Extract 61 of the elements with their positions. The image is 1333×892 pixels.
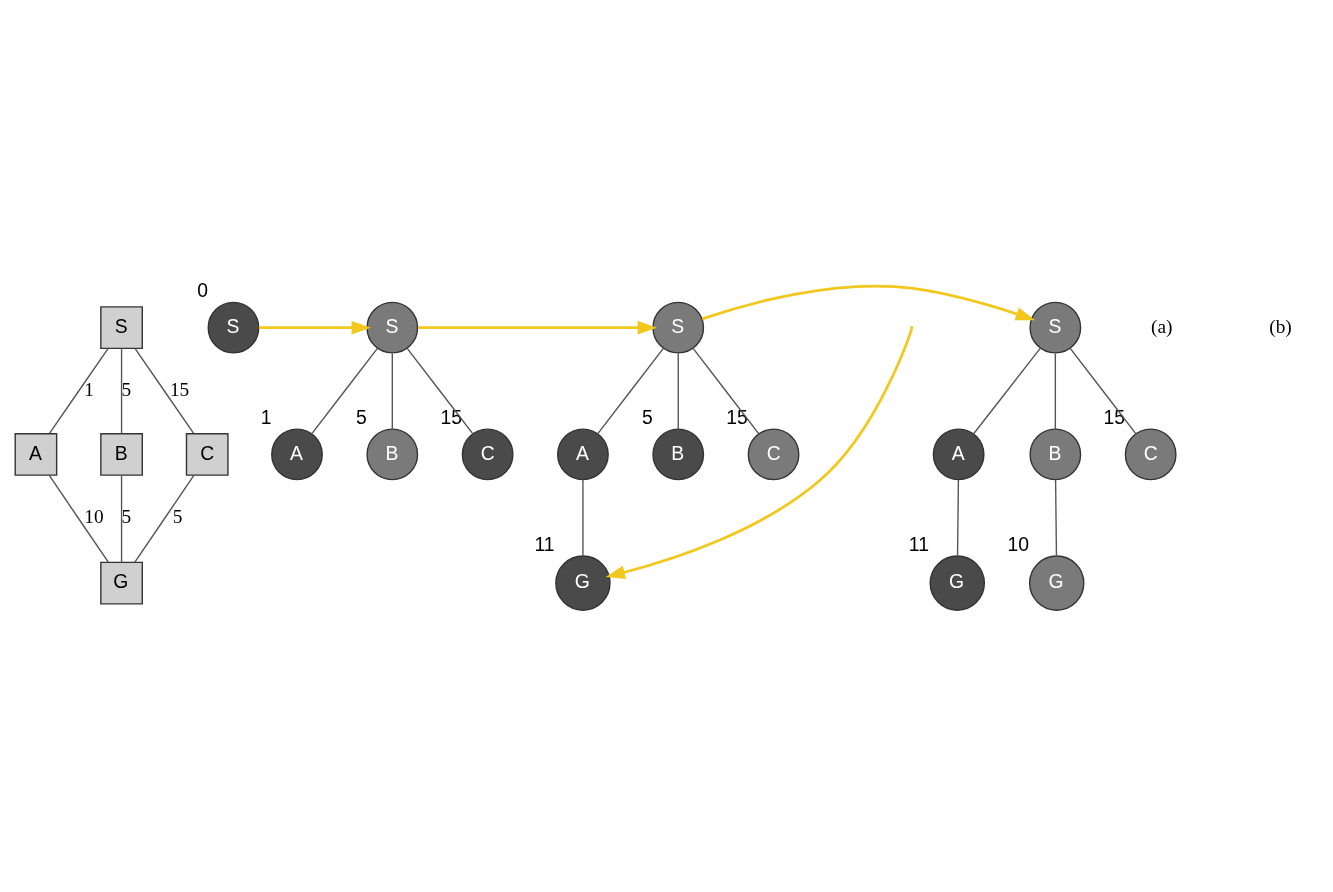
node-label: 5 bbox=[641, 406, 653, 428]
node-circle: S bbox=[207, 301, 260, 354]
node-circle: B bbox=[1029, 428, 1082, 481]
connector bbox=[582, 479, 584, 557]
node-circle: A bbox=[557, 428, 609, 481]
edge-label: 1 bbox=[84, 379, 94, 401]
node-box: C bbox=[185, 433, 229, 476]
node-label: 10 bbox=[1007, 533, 1030, 555]
arrow bbox=[418, 320, 657, 335]
node-circle: A bbox=[271, 428, 323, 481]
node-circle: G bbox=[929, 555, 986, 611]
edge-label: 10 bbox=[84, 505, 104, 527]
connector bbox=[120, 347, 123, 435]
edge-label: 5 bbox=[172, 505, 183, 527]
node-circle: S bbox=[1029, 301, 1082, 354]
label: (b) bbox=[1269, 315, 1292, 337]
connector bbox=[1054, 352, 1057, 430]
connector bbox=[311, 347, 379, 435]
node-circle: B bbox=[366, 428, 419, 481]
connector bbox=[134, 474, 195, 563]
connector bbox=[1069, 347, 1137, 435]
node-circle: C bbox=[747, 428, 800, 481]
node-circle: G bbox=[555, 555, 611, 611]
node-circle: S bbox=[366, 301, 419, 354]
node-circle: A bbox=[932, 428, 985, 481]
node-box: G bbox=[100, 561, 143, 605]
connector bbox=[692, 347, 760, 435]
connector bbox=[972, 347, 1041, 435]
node-box: B bbox=[100, 433, 143, 476]
connector bbox=[597, 347, 665, 435]
node-label: 11 bbox=[534, 533, 555, 555]
connector bbox=[391, 352, 393, 430]
node-label: 0 bbox=[197, 280, 208, 301]
edge-label: 5 bbox=[121, 379, 132, 401]
node-label: 15 bbox=[1103, 406, 1125, 428]
connector bbox=[956, 479, 960, 557]
node-box: S bbox=[100, 306, 143, 350]
connector bbox=[134, 347, 195, 435]
node-circle: C bbox=[461, 428, 514, 481]
arrow bbox=[258, 320, 371, 335]
connector bbox=[677, 352, 679, 430]
node-circle: S bbox=[652, 301, 705, 354]
node-label: 15 bbox=[440, 406, 462, 428]
node-circle: G bbox=[1028, 555, 1085, 611]
label: (a) bbox=[1150, 315, 1173, 337]
node-box: A bbox=[14, 433, 58, 476]
arrow bbox=[605, 328, 913, 579]
edge-label: 5 bbox=[121, 505, 132, 527]
node-circle: B bbox=[652, 428, 705, 481]
node-label: 5 bbox=[356, 406, 367, 428]
node-label: 1 bbox=[260, 406, 272, 428]
node-circle: C bbox=[1124, 428, 1177, 481]
connector bbox=[406, 347, 474, 435]
connector bbox=[1054, 479, 1058, 557]
connector bbox=[120, 474, 123, 563]
arrow bbox=[701, 284, 1036, 321]
node-label: 15 bbox=[726, 406, 748, 428]
connector bbox=[48, 347, 109, 435]
node-label: 11 bbox=[908, 533, 929, 555]
edge-label: 15 bbox=[169, 379, 190, 401]
connector bbox=[48, 474, 109, 563]
